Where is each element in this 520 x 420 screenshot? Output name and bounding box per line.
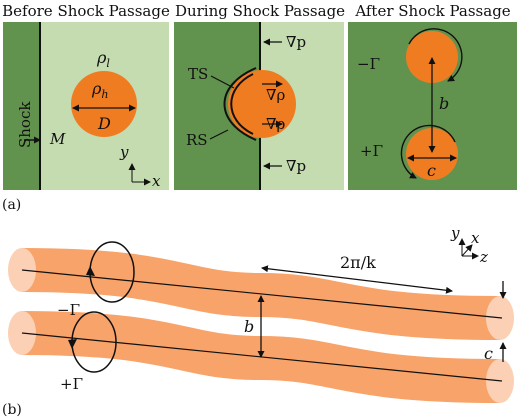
panel-during: ∇p ∇p ∇ρ ∇ρ TS RS	[174, 22, 344, 190]
before-shock-label: Shock	[16, 101, 34, 148]
before-heavy-bubble	[71, 71, 137, 137]
after-pos-gamma: +Γ	[360, 142, 383, 160]
panel-b-wavelength-arrow	[261, 265, 453, 294]
before-axis-x-label: x	[152, 172, 161, 190]
top-tube-axis	[21, 269, 503, 319]
before-rho-light: ρl	[96, 48, 110, 70]
after-b-label: b	[439, 94, 449, 113]
during-grad-p-top: ∇p	[286, 33, 306, 51]
during-grad-rho-bottom: ∇ρ	[266, 115, 285, 133]
panel-before: ρl ρh D Shock M y x	[3, 22, 169, 190]
panel-b-axis-x-label: x	[471, 229, 480, 247]
during-heavy-bubble	[228, 70, 296, 138]
during-grad-p-bottom: ∇p	[286, 157, 306, 175]
bottom-circulation-arrowhead	[68, 339, 77, 349]
panel-after: −Γ +Γ b c	[348, 22, 517, 190]
panel-b-label: (b)	[2, 402, 22, 418]
before-rho-heavy: ρh	[91, 79, 109, 101]
during-transmitted-shock	[230, 73, 254, 135]
during-rs-label: RS	[186, 131, 208, 149]
panel-b-axis-y-label: y	[450, 224, 460, 242]
title-during: During Shock Passage	[174, 2, 346, 20]
after-bottom-vortex-blob	[406, 128, 458, 180]
during-grad-rho-top: ∇ρ	[266, 86, 285, 104]
title-before: Before Shock Passage	[2, 2, 170, 20]
during-ts-label: TS	[188, 65, 208, 83]
during-reflected-shock	[223, 67, 257, 141]
bottom-tube	[21, 311, 501, 403]
before-axis-y-label: y	[119, 143, 129, 161]
panel-b-pos-gamma: +Γ	[60, 375, 83, 393]
after-top-circulation	[408, 28, 463, 82]
panel-b-axis-x-line	[461, 244, 473, 257]
title-after: After Shock Passage	[355, 2, 511, 20]
panel-b-wavelength-label: 2π/k	[340, 253, 376, 272]
after-c-label: c	[427, 161, 436, 180]
panel-a-label: (a)	[2, 197, 21, 213]
after-bottom-circulation	[400, 124, 456, 179]
before-diameter-label: D	[97, 114, 111, 133]
before-mach-label: M	[49, 130, 66, 148]
panel-b-axis-z-label: z	[479, 248, 488, 266]
before-dark-region	[3, 22, 40, 190]
during-ts-leader	[210, 75, 235, 89]
after-neg-gamma: −Γ	[357, 55, 380, 73]
panel-b-neg-gamma: −Γ	[57, 301, 80, 319]
panel-b: −Γ +Γ b 2π/k c y x z	[8, 224, 514, 403]
panel-b-b-label: b	[244, 317, 254, 336]
during-rs-leader	[209, 129, 229, 140]
top-circulation-arrowhead	[86, 266, 95, 276]
panel-b-c-label: c	[484, 344, 493, 363]
